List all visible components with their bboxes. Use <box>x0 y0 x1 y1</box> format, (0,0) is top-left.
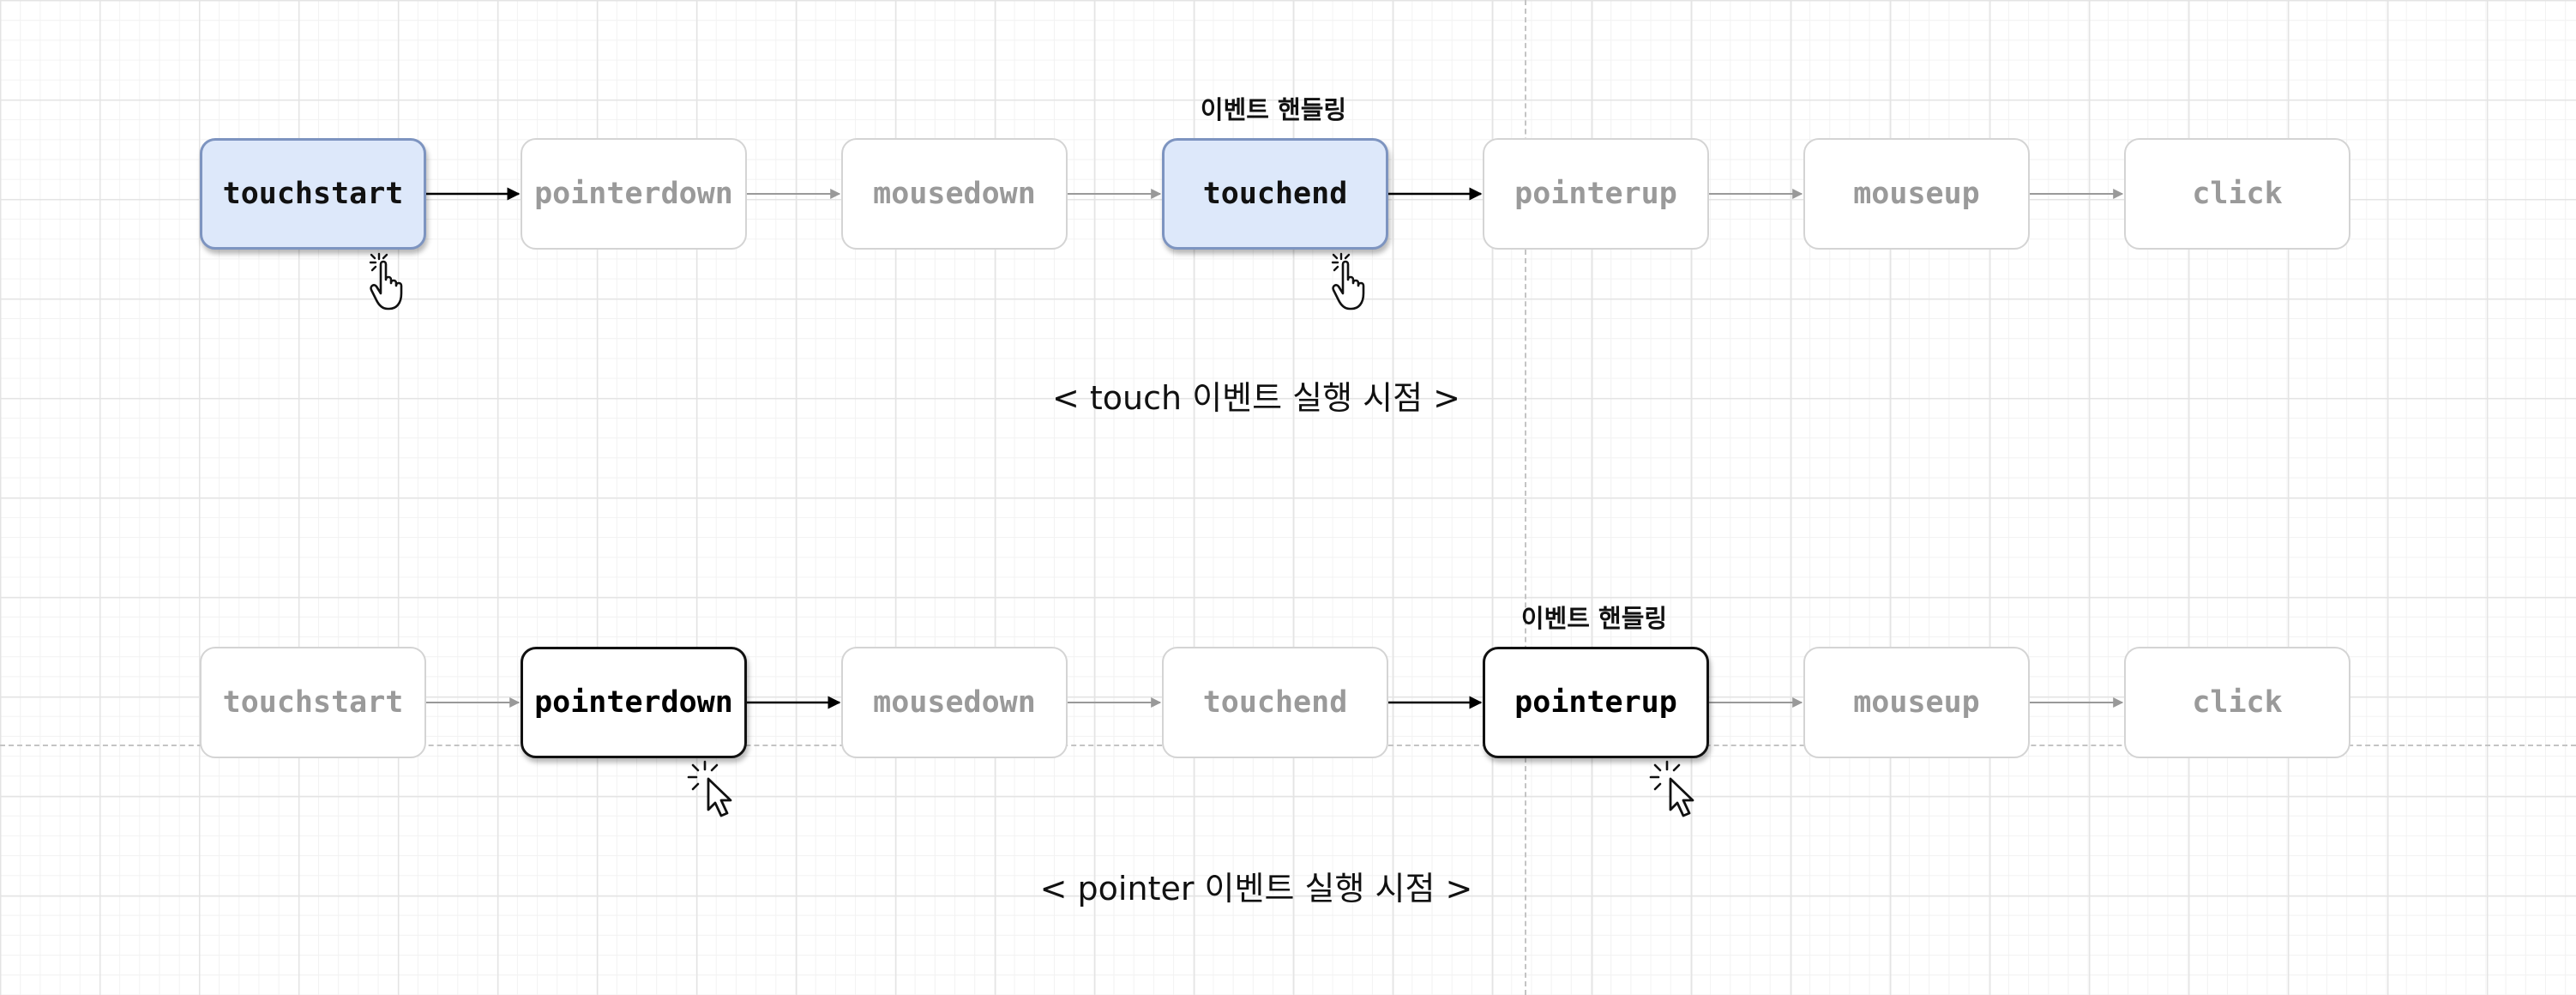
touch-node-pointerup: pointerup <box>1483 138 1709 250</box>
arrow-click-icon <box>687 760 732 817</box>
hand-tap-icon <box>1331 252 1365 311</box>
pointer-caption: < pointer 이벤트 실행 시점 > <box>1039 870 1473 908</box>
pointer-node-pointerup: pointerup <box>1483 647 1709 758</box>
pointer-handling-label: 이벤트 핸들링 <box>1520 604 1668 633</box>
touch-node-touchstart: touchstart <box>200 138 426 250</box>
pointer-node-click: click <box>2124 647 2350 758</box>
touch-node-pointerdown: pointerdown <box>521 138 747 250</box>
arrow-click-icon <box>1649 760 1694 817</box>
pointer-node-pointerdown: pointerdown <box>521 647 747 758</box>
pointer-node-touchstart: touchstart <box>200 647 426 758</box>
touch-node-click: click <box>2124 138 2350 250</box>
touch-caption: < touch 이벤트 실행 시점 > <box>1051 379 1460 417</box>
pointer-node-mouseup: mouseup <box>1803 647 2030 758</box>
touch-handling-label: 이벤트 핸들링 <box>1200 95 1347 124</box>
vertical-guide-line <box>1525 0 1526 995</box>
pointer-node-mousedown: mousedown <box>841 647 1068 758</box>
pointer-node-touchend: touchend <box>1162 647 1388 758</box>
hand-tap-icon <box>369 252 403 311</box>
touch-node-touchend: touchend <box>1162 138 1388 250</box>
touch-node-mouseup: mouseup <box>1803 138 2030 250</box>
touch-node-mousedown: mousedown <box>841 138 1068 250</box>
